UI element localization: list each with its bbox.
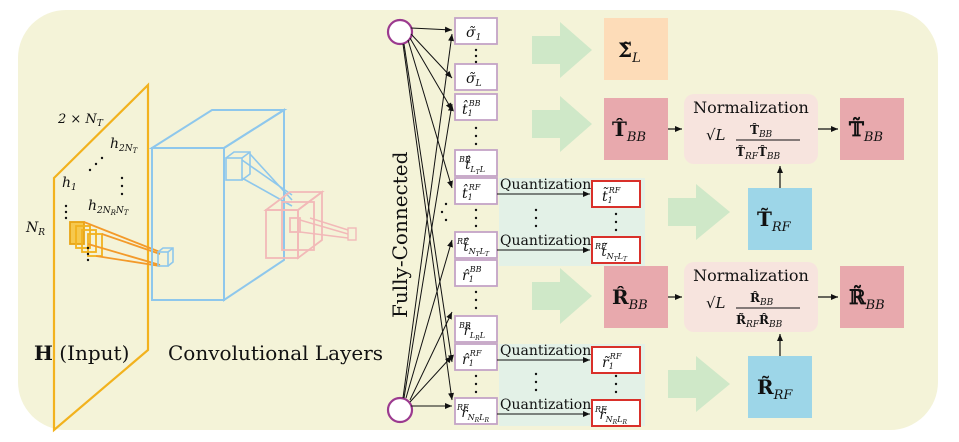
rfinal-block-text: ℝ̃BB — [849, 283, 885, 313]
green-arrow-tbb — [532, 96, 592, 152]
out-sigma1-text: σ̃1 — [466, 25, 481, 43]
norm-box-t — [684, 94, 818, 164]
rbb-block-text: R̂BB — [612, 285, 648, 313]
input-dim-top: 2 × NT — [57, 112, 104, 129]
input-filter-stack — [69, 221, 103, 257]
out-rbbL-box — [454, 315, 498, 343]
fc-label: Fully-Connected — [388, 151, 412, 318]
green-arrow-rrf — [668, 356, 730, 412]
tfinal-block — [840, 98, 904, 160]
input-h2nt-label: h2NT — [110, 136, 139, 155]
norm-r-sqrt: √L — [706, 294, 726, 312]
out-sigmaL-box — [454, 63, 498, 91]
green-arrow-rbb — [532, 268, 592, 324]
quant-out-r1-box — [591, 346, 641, 374]
out-rrfN-text: r̂NRLRRF — [456, 403, 489, 424]
norm-t-den: T̃RFT̂BB — [736, 144, 781, 162]
out-trf1-box — [454, 177, 498, 205]
norm-t-num: T̂BB — [750, 122, 773, 140]
input-tensor — [52, 82, 174, 433]
quant-out-tN-text: t̃NTLTRF — [594, 242, 628, 263]
green-arrows — [532, 22, 730, 412]
green-arrow-trf — [668, 184, 730, 240]
conv2-rays — [299, 217, 349, 239]
output-column: σ̃1 σ̃L t̂1BB t̂LTLBB t̂1RF t̂NTLTRF r̂1… — [454, 17, 498, 425]
conv-label: Convolutional Layers — [168, 341, 383, 365]
quant-out-r1-text: r̃1RF — [602, 352, 622, 371]
quant-label-rN: Quantization — [500, 397, 591, 413]
norm-r-title: Normalization — [693, 266, 809, 285]
quant-label-r1: Quantization — [500, 343, 591, 359]
quant-out-t1-box — [591, 180, 641, 208]
output-column-dots — [474, 48, 478, 394]
out-rbbL-text: r̂LRLBB — [458, 321, 485, 342]
input-label: H (Input) — [34, 341, 129, 365]
quant-out-rN-text: r̃NRLRRF — [594, 405, 627, 426]
conv-block-2 — [263, 190, 325, 260]
out-tbbL-text: t̂LTLBB — [458, 155, 485, 176]
rbb-block — [604, 266, 668, 328]
out-rbb1-text: r̂1BB — [462, 265, 482, 284]
fc-node-top — [386, 18, 414, 46]
out-tbb1-box — [454, 93, 498, 121]
green-arrow-sigma — [532, 22, 592, 78]
rrf-block — [748, 356, 812, 418]
trf-block-text: T̃RF — [757, 207, 792, 235]
out-trfN-text: t̂NTLTRF — [456, 237, 490, 258]
tfinal-block-text: 𝕋̃BB — [848, 115, 883, 145]
conv-final-cube — [347, 227, 357, 241]
fc-dots — [440, 202, 448, 222]
fc-connections — [402, 26, 455, 409]
out-trfN-box — [454, 231, 498, 259]
input-h2nrnt-label: h2NRNT — [88, 198, 130, 217]
quant-label-tN: Quantization — [500, 233, 591, 249]
input-dim-left: NR — [25, 220, 45, 238]
rfinal-block — [840, 266, 904, 328]
input-dots — [64, 156, 124, 262]
trf-block — [748, 188, 812, 250]
sigma-block-text: Σ̃L — [618, 38, 641, 66]
out-sigma1-box — [454, 17, 498, 45]
norm-t-sqrt: √L — [706, 126, 726, 144]
quant-out-t1-text: t̃1RF — [602, 186, 621, 205]
out-rrf1-text: r̂1RF — [462, 349, 482, 368]
conv-block-1 — [148, 108, 288, 302]
out-rrfN-box — [454, 397, 498, 425]
quant-arrows — [497, 191, 590, 417]
input-h1-label: h1 — [62, 175, 77, 193]
norm-r-den: R̃RFR̂BB — [736, 312, 783, 330]
sigma-block — [604, 18, 668, 80]
rrf-block-text: R̃RF — [757, 375, 793, 403]
input-small-cube — [157, 247, 174, 267]
norm-t-title: Normalization — [693, 98, 809, 117]
flow-arrows — [668, 126, 838, 356]
tbb-block — [604, 98, 668, 160]
quant-out-tN-box — [591, 236, 641, 264]
input-to-conv-rays — [83, 221, 161, 267]
out-rbb1-box — [454, 259, 498, 287]
quant-dots — [534, 208, 618, 394]
quant-out-rN-box — [591, 399, 641, 427]
norm-box-r — [684, 262, 818, 332]
quant-label-t1: Quantization — [500, 177, 591, 193]
out-rrf1-box — [454, 343, 498, 371]
conv-block-1-inner — [225, 151, 251, 181]
out-trf1-text: t̂1RF — [462, 183, 481, 202]
tbb-block-text: T̂BB — [612, 117, 646, 145]
out-tbb1-text: t̂1BB — [462, 99, 481, 118]
out-tbbL-box — [454, 149, 498, 177]
norm-r-num: R̂BB — [750, 290, 774, 308]
fc-node-bottom — [386, 396, 414, 424]
out-sigmaL-text: σ̃L — [466, 71, 482, 89]
